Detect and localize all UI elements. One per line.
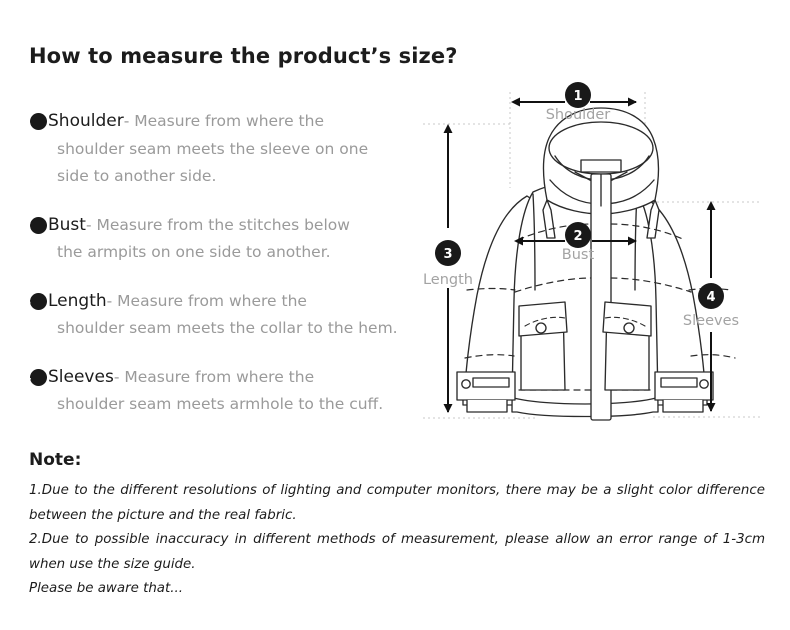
badge-number-3-diagram — [435, 240, 461, 266]
measurement-desc-line: side to another side. — [57, 167, 217, 185]
dimension-sleeves: 4 Sleeves — [683, 201, 739, 412]
dimension-shoulder: 1 Shoulder — [511, 82, 637, 123]
jacket-measurement-diagram: 1 Shoulder 2 Bust 3 Length — [415, 60, 790, 440]
badge-number-4: 4 — [24, 368, 47, 386]
measurement-term-length: Length — [48, 290, 107, 311]
badge-number-1-diagram-text: 1 — [573, 89, 582, 104]
measurement-dash: - — [106, 291, 113, 310]
measurement-desc-line: Measure from where the — [112, 291, 307, 310]
note-heading: Note: — [29, 450, 82, 470]
badge-number-2-diagram-text: 2 — [573, 229, 582, 244]
measurement-desc-line: Measure from where the — [119, 367, 315, 386]
badge-number-2: 2 — [24, 216, 47, 234]
measurement-desc-line: shoulder seam meets the collar to the he… — [57, 319, 398, 337]
dimension-length: 3 Length — [423, 124, 473, 413]
measurement-desc-line: shoulder seam meets the sleeve on one — [57, 139, 369, 158]
measurement-dash: - — [123, 112, 130, 130]
jacket-illustration — [456, 107, 736, 421]
badge-number-2-diagram — [565, 222, 591, 248]
measurement-desc-line: the armpits on one side to another. — [57, 243, 331, 261]
page-title: How to measure the product’s size? — [29, 44, 458, 68]
badge-number-3-diagram-text: 3 — [443, 247, 452, 262]
dimension-label-sleeves: Sleeves — [683, 313, 739, 329]
badge-number-1: 1 — [24, 113, 47, 130]
note-line: Please be aware that... — [29, 581, 184, 596]
measurement-desc-line: Measure from the stitches below — [91, 215, 350, 234]
measurement-desc-line: shoulder seam meets armhole to the cuff. — [57, 395, 384, 413]
measurement-desc-line: Measure from where the — [129, 112, 324, 130]
measurement-dash: - — [113, 367, 120, 386]
dimension-label-shoulder: Shoulder — [546, 107, 611, 123]
dimension-label-bust: Bust — [562, 247, 595, 263]
note-line: 1.Due to the different resolutions of li… — [29, 483, 765, 523]
dimension-label-length: Length — [423, 272, 473, 288]
badge-number-4-diagram-text: 4 — [706, 290, 715, 305]
measurement-term-shoulder: Shoulder — [48, 111, 124, 131]
badge-number-3: 3 — [24, 292, 47, 310]
measurement-term-bust: Bust — [48, 214, 86, 235]
measurement-dash: - — [85, 215, 92, 234]
note-line: 2.Due to possible inaccuracy in differen… — [29, 532, 765, 572]
measurement-term-sleeves: Sleeves — [48, 366, 114, 387]
note-body: 1.Due to the different resolutions of li… — [29, 479, 765, 602]
dimension-bust: 2 Bust — [514, 222, 637, 263]
badge-number-1-diagram — [565, 82, 591, 108]
badge-number-4-diagram — [698, 283, 724, 309]
